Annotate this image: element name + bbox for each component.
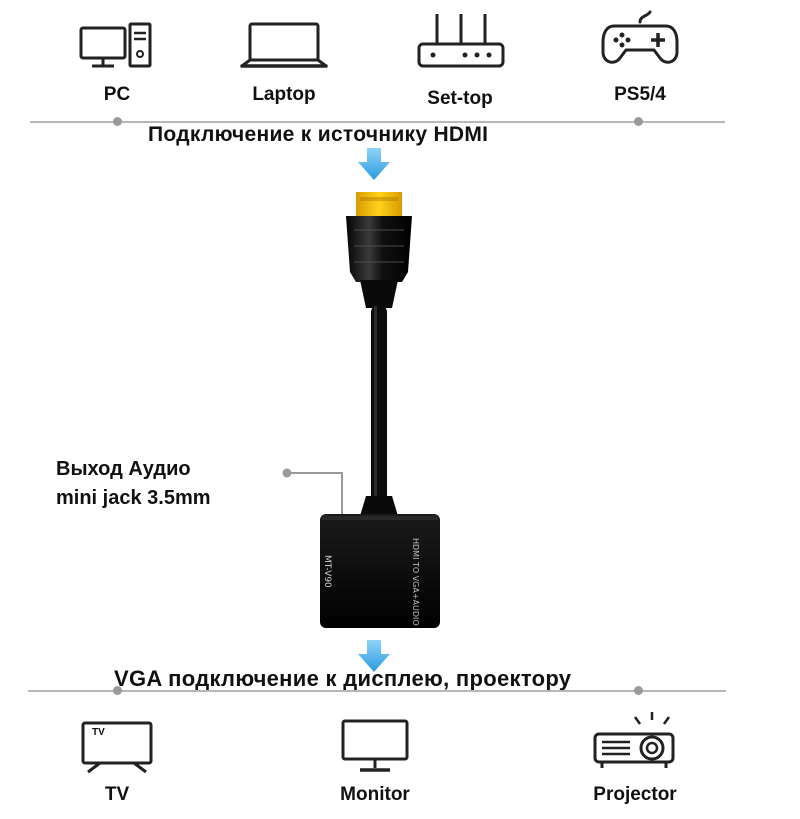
- audio-callout-line: [282, 468, 352, 516]
- pc-icon: [78, 20, 156, 70]
- divider-dot: [113, 686, 122, 695]
- laptop-icon: [238, 20, 330, 70]
- projector-icon: [590, 710, 680, 774]
- audio-output-label: Выход Аудио mini jack 3.5mm: [56, 455, 211, 513]
- gamepad-icon: [600, 8, 680, 70]
- hdmi-adapter: MT-V90 HDMI TO VGA+AUDIO: [300, 180, 460, 630]
- source-label-ps: PS5/4: [614, 84, 666, 105]
- bottom-divider: [28, 690, 726, 692]
- audio-label-line2: mini jack 3.5mm: [56, 487, 211, 509]
- output-caption: VGA подключение к дисплею, проектору: [114, 666, 572, 691]
- adapter-model-text: MT-V90: [322, 555, 332, 588]
- arrow-down-icon: [356, 640, 392, 674]
- output-label-projector: Projector: [593, 784, 677, 805]
- tv-icon: [80, 720, 154, 774]
- adapter-product-text: HDMI TO VGA+AUDIO: [411, 538, 420, 626]
- tv-icon-text: TV: [92, 727, 105, 738]
- arrow-down-icon: [356, 148, 392, 182]
- source-label-pc: PC: [103, 84, 131, 105]
- set-top-box-icon: [415, 10, 507, 70]
- monitor-icon: [340, 718, 410, 774]
- divider-dot: [634, 117, 643, 126]
- source-caption: Подключение к источнику HDMI: [148, 123, 489, 146]
- divider-dot: [634, 686, 643, 695]
- source-label-laptop: Laptop: [252, 84, 316, 105]
- source-devices: PC Laptop Set-top: [0, 0, 800, 120]
- output-devices: TV TV Monitor Projector: [0, 700, 800, 819]
- output-label-tv: TV: [104, 784, 130, 805]
- divider-dot: [113, 117, 122, 126]
- top-divider: [30, 121, 725, 123]
- audio-label-line1: Выход Аудио: [56, 458, 191, 480]
- output-label-monitor: Monitor: [340, 784, 410, 805]
- source-label-set-top: Set-top: [427, 88, 493, 109]
